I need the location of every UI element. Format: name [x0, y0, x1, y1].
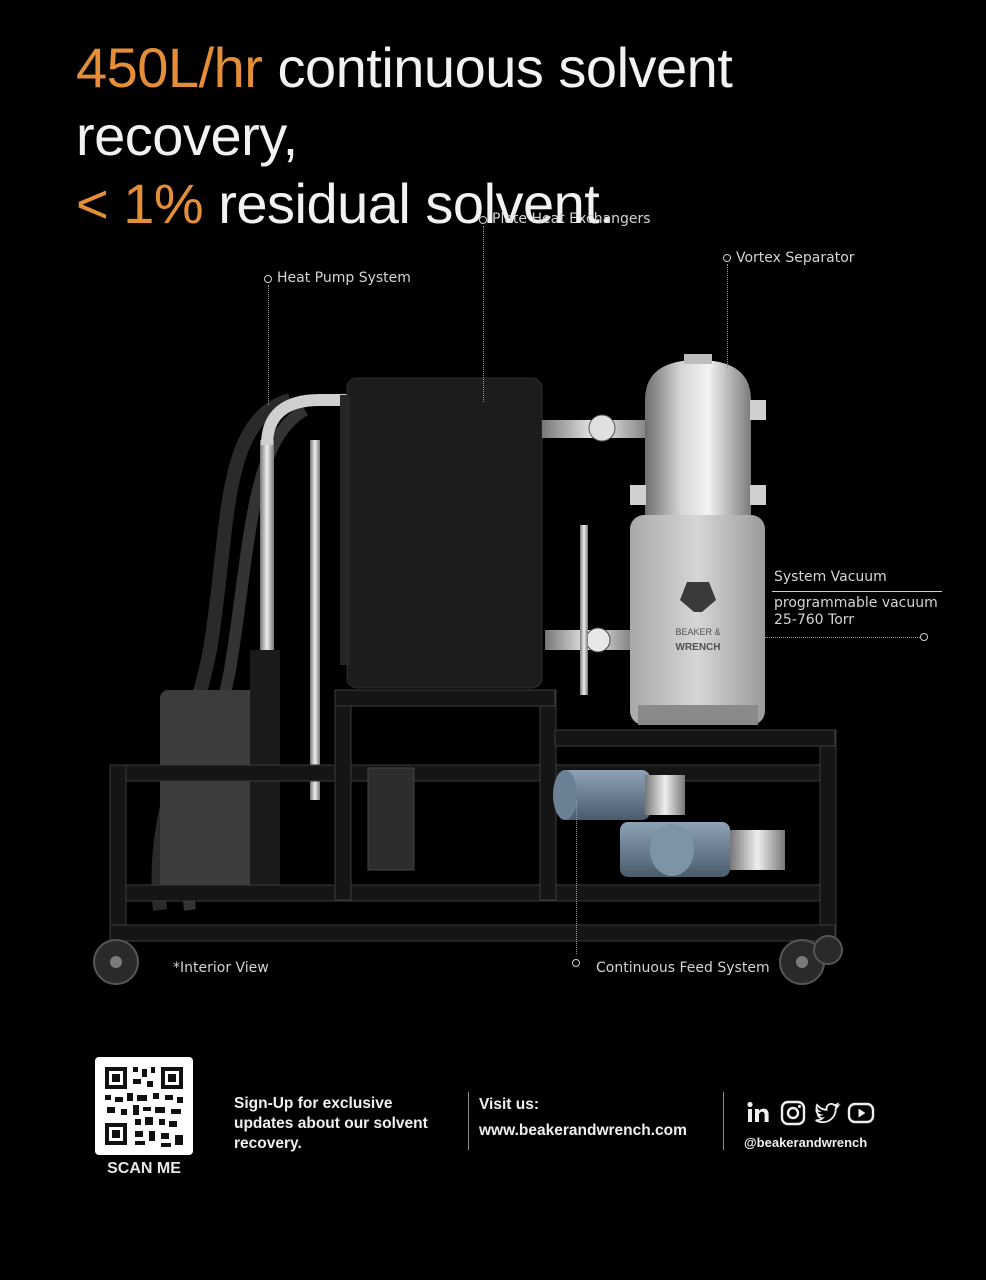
signup-text: Sign-Up for exclusive updates about our …: [234, 1095, 428, 1152]
twitter-icon[interactable]: [813, 1099, 841, 1127]
system-vacuum-dot: [920, 633, 928, 641]
linkedin-icon[interactable]: [745, 1099, 773, 1127]
youtube-icon[interactable]: [847, 1099, 875, 1127]
feed-pump-2: [620, 822, 785, 877]
pipe-vertical-2: [310, 440, 320, 800]
social-handle[interactable]: @beakerandwrench: [744, 1135, 868, 1150]
beaker-wrench-logo-mark: [680, 582, 716, 612]
headline-line-2: < 1% residual solvent.: [76, 170, 956, 238]
website-link[interactable]: www.beakerandwrench.com: [479, 1122, 687, 1139]
footer-divider-1: [468, 1092, 469, 1150]
vortex-separator-label: Vortex Separator: [736, 250, 855, 266]
heat-pump-system-leader: [268, 285, 269, 405]
heat-pump-system-dot: [264, 275, 272, 283]
pipe-elbow: [261, 394, 350, 446]
footer-divider-2: [723, 1092, 724, 1150]
headline-accent-residual: < 1%: [76, 172, 204, 235]
social-icons: [745, 1099, 875, 1127]
vortex-separator-dome: [645, 360, 751, 520]
instagram-icon[interactable]: [779, 1099, 807, 1127]
headline-rest-2: residual solvent.: [203, 172, 615, 235]
logo-text-1: BEAKER &: [675, 627, 720, 637]
qr-code[interactable]: [95, 1057, 193, 1155]
plate-heat-exchangers-dot: [479, 216, 487, 224]
feed-pump-1: [553, 770, 685, 820]
visit-label: Visit us:: [479, 1096, 540, 1113]
plate-heat-exchanger: [346, 377, 543, 689]
control-box: [367, 767, 415, 871]
headline-rest-1: continuous solvent recovery,: [76, 36, 733, 167]
vortex-separator-insulation: [630, 515, 765, 725]
qr-code-icon: [105, 1067, 183, 1147]
frame: [109, 689, 837, 942]
headline-accent-rate: 450L/hr: [76, 36, 263, 99]
system-vacuum-title: System Vacuum: [774, 569, 887, 585]
continuous-feed-leader: [576, 800, 577, 954]
plate-heat-exchangers-label: Plate Heat Exchangers: [492, 211, 651, 227]
continuous-feed-label: Continuous Feed System: [596, 960, 770, 976]
scan-me-label: SCAN ME: [107, 1160, 181, 1177]
vortex-separator-leader: [727, 264, 728, 370]
headline-line-1: 450L/hr continuous solvent recovery,: [76, 34, 956, 170]
system-vacuum-rule: [772, 591, 942, 592]
logo-text-2: WRENCH: [676, 642, 721, 653]
headline: 450L/hr continuous solvent recovery, < 1…: [76, 34, 956, 238]
continuous-feed-dot: [572, 959, 580, 967]
plate-heat-exchangers-leader: [483, 226, 484, 402]
system-vacuum-leader: [752, 637, 920, 638]
machine-illustration: BEAKER & WRENCH: [93, 354, 843, 985]
system-vacuum-detail-2: 25-760 Torr: [774, 612, 855, 628]
vortex-separator-dot: [723, 254, 731, 262]
system-vacuum-detail-1: programmable vacuum: [774, 595, 938, 611]
visit-block: Visit us: www.beakerandwrench.com: [479, 1094, 687, 1142]
interior-view-note: *Interior View: [173, 960, 269, 976]
heat-pump-system-label: Heat Pump System: [277, 270, 411, 286]
